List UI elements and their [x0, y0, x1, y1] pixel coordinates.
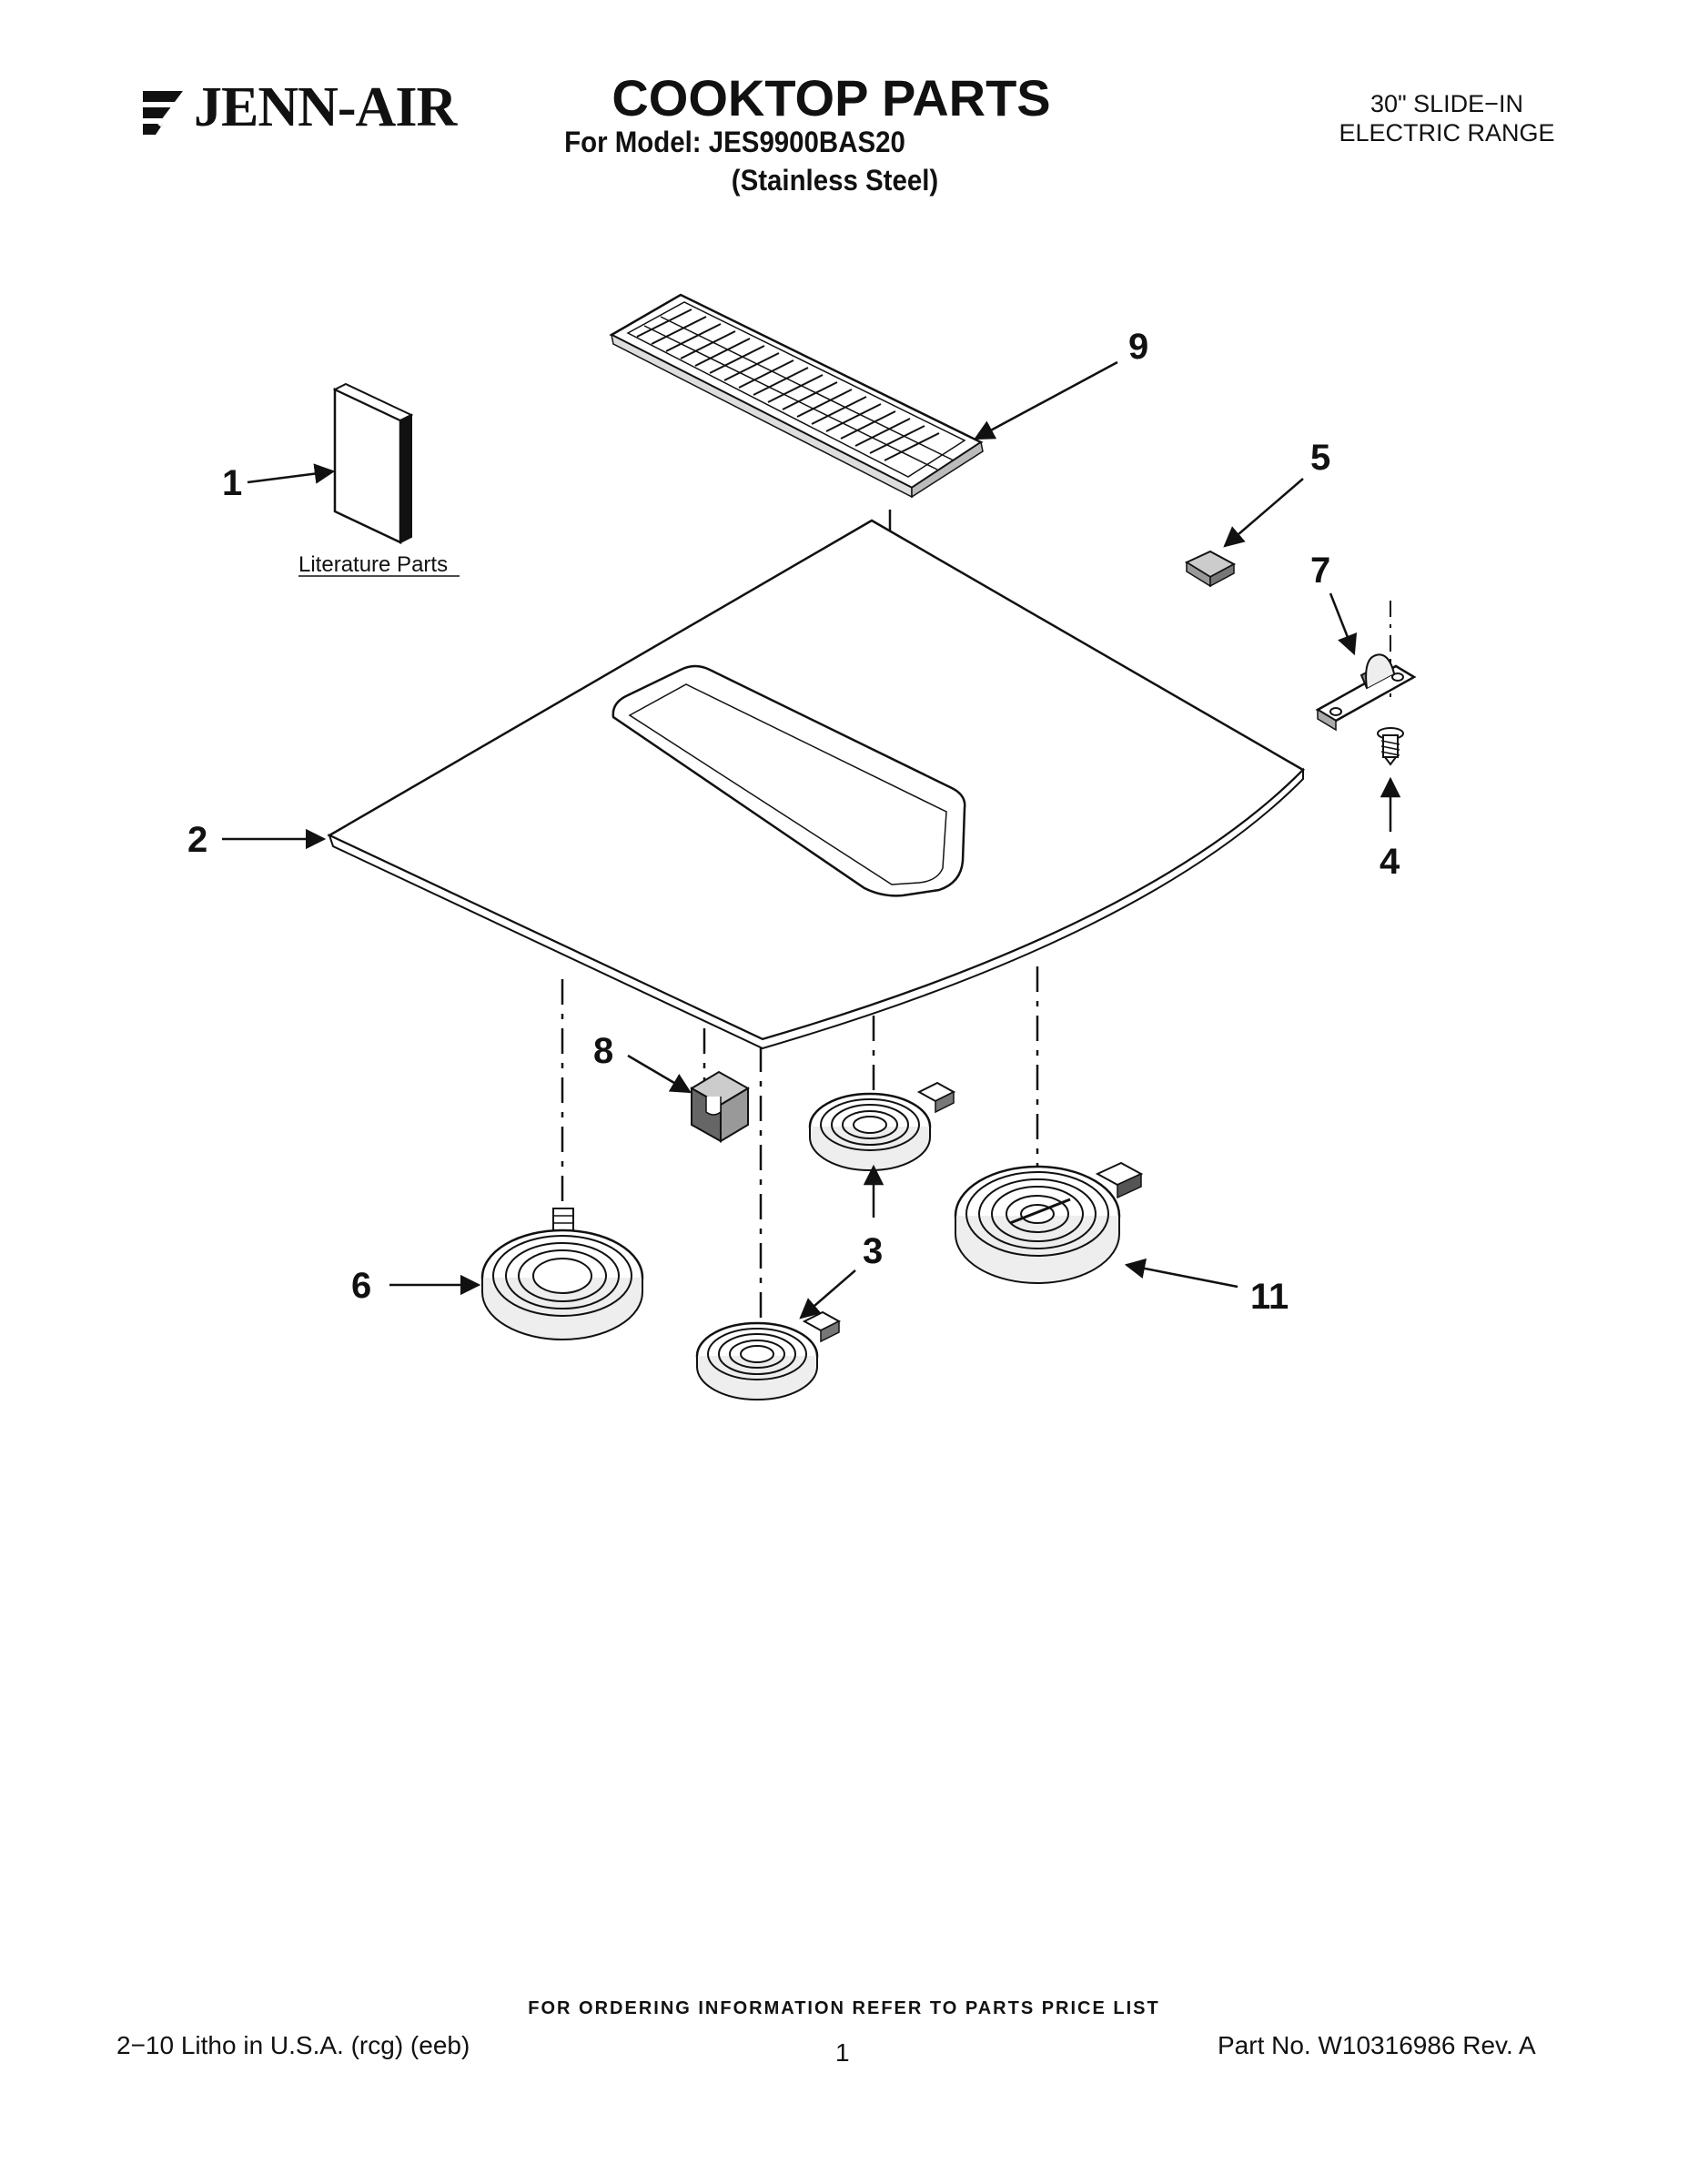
- range-line-2: ELECTRIC RANGE: [1339, 119, 1555, 147]
- page-number: 1: [835, 2038, 850, 2067]
- part-number: Part No. W10316986 Rev. A: [1218, 2031, 1536, 2059]
- finish-line: (Stainless Steel): [731, 164, 939, 197]
- callout-arrow-1: [247, 463, 336, 484]
- callout-arrow-11: [1124, 1258, 1238, 1289]
- vent-grille-icon: [609, 293, 984, 499]
- brand-logo: JENN-AIR: [141, 71, 478, 144]
- callout-arrow-5: [1223, 478, 1304, 548]
- jenn-air-swoosh-icon: [143, 80, 194, 135]
- callout-8: 9: [1128, 327, 1148, 367]
- litho-info: 2−10 Litho in U.S.A. (rcg) (eeb): [116, 2031, 470, 2059]
- callout-11: 11: [1250, 1277, 1289, 1317]
- bracket-icon: [1315, 653, 1417, 732]
- range-description: 30" SLIDE−IN ELECTRIC RANGE: [1292, 89, 1602, 147]
- callout-arrow-8: [974, 360, 1118, 440]
- clip-icon: [690, 1070, 750, 1143]
- brand-name: JENN-AIR: [194, 76, 457, 138]
- surface-element-icon: [954, 1161, 1144, 1284]
- surface-element-icon: [480, 1208, 644, 1340]
- callout-6: 6: [351, 1266, 371, 1306]
- range-line-1: 30" SLIDE−IN: [1370, 90, 1523, 117]
- callout-arrow-9: [627, 1054, 692, 1094]
- ordering-note: FOR ORDERING INFORMATION REFER TO PARTS …: [528, 1998, 1160, 2018]
- cooktop-glass-icon: [327, 519, 1306, 1050]
- callout-2: 2: [187, 820, 207, 860]
- literature-booklet-icon: [332, 382, 414, 544]
- callout-1: 1: [222, 463, 242, 503]
- surface-element-icon: [808, 1081, 956, 1171]
- callout-3: 3: [863, 1231, 883, 1271]
- screw-icon: [1377, 727, 1404, 766]
- callout-4: 4: [1380, 842, 1400, 882]
- page-title: COOKTOP PARTS: [612, 69, 1051, 126]
- callout-arrow-3b: [799, 1269, 856, 1320]
- callout-arrow-7: [1329, 592, 1358, 656]
- callout-7: 7: [1310, 551, 1330, 591]
- spacer-pad-icon: [1184, 550, 1237, 588]
- surface-element-icon: [695, 1310, 842, 1400]
- model-line: For Model: JES9900BAS20: [564, 126, 905, 158]
- callout-5: 5: [1310, 438, 1330, 478]
- callout-9: 8: [593, 1031, 613, 1071]
- literature-label: Literature Parts: [298, 552, 448, 577]
